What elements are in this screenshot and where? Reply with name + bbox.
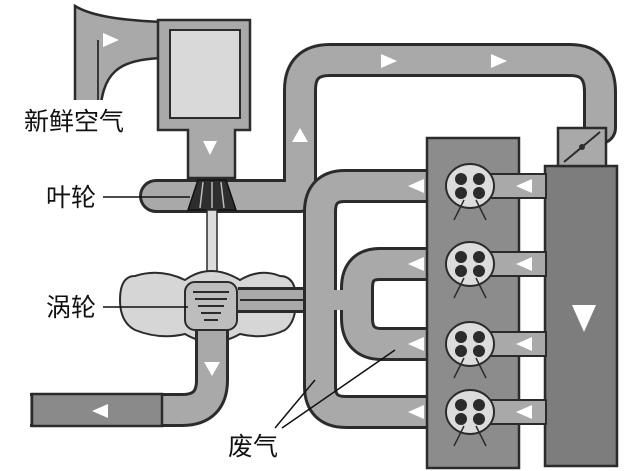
flow-arrow-icon — [516, 179, 532, 193]
flow-arrow-icon — [292, 128, 308, 142]
flow-arrow-icon — [516, 405, 532, 419]
intake-pipe — [142, 46, 614, 210]
flow-arrow-icon — [516, 337, 532, 351]
flow-arrow-icon — [203, 141, 217, 155]
cylinder-valves-icon — [445, 321, 495, 379]
flow-arrow-icon — [572, 305, 596, 332]
impeller-label: 叶轮 — [46, 183, 96, 212]
flow-arrow-icon — [408, 257, 424, 271]
flow-arrow-icon — [381, 54, 397, 68]
flow-arrow-icon — [103, 33, 119, 47]
flow-arrow-icon — [408, 179, 424, 193]
air-filter-box — [169, 29, 241, 119]
leader-line-exhaust — [274, 379, 316, 429]
flow-arrow-icon — [516, 257, 532, 271]
turbine-label: 涡轮 — [46, 293, 96, 322]
exhaust-manifold — [303, 169, 440, 429]
flow-arrow-icon — [408, 405, 424, 419]
leader-line-exhaust — [281, 349, 396, 429]
flow-arrow-icon — [92, 404, 108, 418]
turbine-outlet-pipe — [30, 330, 226, 424]
fresh-air-label: 新鲜空气 — [24, 107, 124, 136]
flow-arrow-icon — [204, 362, 220, 376]
cylinder-valves-icon — [445, 241, 495, 299]
cylinder-valves-icon — [445, 163, 495, 221]
cylinder-valves-icon — [445, 389, 495, 447]
flow-arrow-icon — [408, 337, 424, 351]
exhaust-label: 废气 — [228, 432, 278, 461]
flow-arrow-icon — [491, 54, 507, 68]
